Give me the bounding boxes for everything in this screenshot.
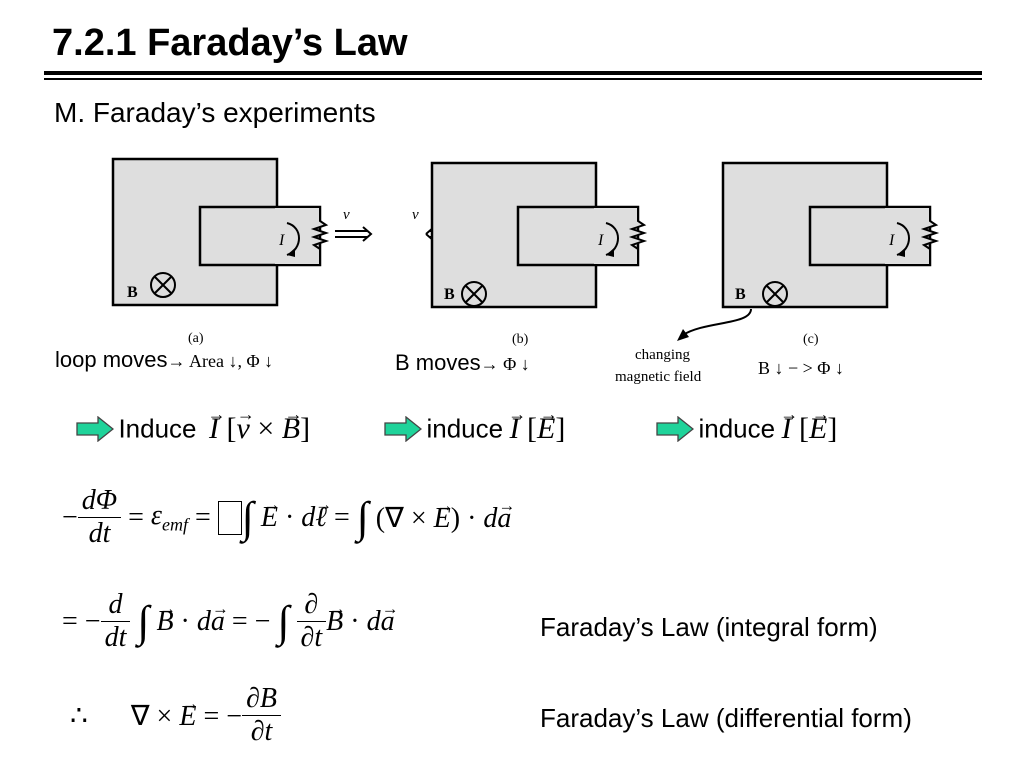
velocity-label-b: v	[412, 207, 419, 223]
current-label-b: I	[597, 232, 604, 249]
velocity-label-a: v	[343, 207, 350, 223]
induce-label-2: induce	[426, 413, 504, 444]
field-label-c: B	[735, 286, 746, 303]
figure-panel-c: I B (c) changing magnetic field	[615, 161, 940, 385]
panel-label-c: (c)	[803, 332, 819, 347]
slide-subtitle: M. Faraday’s experiments	[54, 97, 376, 128]
integral-form-label: Faraday’s Law (integral form)	[540, 612, 878, 642]
induce-math-3: I [E]	[782, 412, 838, 445]
caption-c: B ↓ − > Φ ↓	[758, 358, 844, 379]
cross-in-circle-icon	[762, 281, 788, 307]
panel-label-b: (b)	[512, 332, 529, 347]
panel-label-a: (a)	[188, 331, 204, 346]
caption-b: B moves→ Φ ↓	[395, 350, 530, 376]
current-label-a: I	[278, 232, 285, 249]
title-rule-thick	[44, 71, 982, 75]
equation-line-3: ∴ ∇ × E = −∂B∂t	[70, 683, 282, 748]
figure-panel-b: v I B (b)	[412, 161, 648, 347]
green-arrow-icon	[384, 415, 423, 443]
caption-a: loop moves→ Area ↓, Φ ↓	[55, 347, 273, 373]
induce-math-1: I [v × B]	[209, 412, 310, 445]
induce-label-3: induce	[698, 413, 776, 444]
figure-panel-a: I v B (a)	[111, 157, 373, 346]
caption-a-math: → Area ↓, Φ ↓	[167, 351, 274, 371]
caption-a-text: loop moves	[55, 347, 168, 372]
induce-item-1: Induce I [v × B]	[76, 412, 310, 446]
annotation-arrow	[682, 308, 752, 336]
slide-title: 7.2.1 Faraday’s Law	[52, 22, 408, 64]
current-label-c: I	[888, 232, 895, 249]
equation-line-2: = −ddt ∫ B · da = − ∫ ∂∂tB · da	[62, 589, 395, 654]
annotation-line-2: magnetic field	[615, 369, 702, 385]
cross-in-circle-icon	[461, 281, 487, 307]
title-rule-thin	[44, 78, 982, 80]
contour-box-icon	[217, 501, 242, 535]
differential-form-label: Faraday’s Law (differential form)	[540, 703, 912, 733]
green-arrow-icon	[656, 415, 695, 443]
field-label-b: B	[444, 286, 455, 303]
caption-b-text: B moves	[395, 350, 481, 375]
caption-b-math: → Φ ↓	[480, 354, 530, 374]
caption-c-math: B ↓ − > Φ ↓	[758, 358, 844, 378]
induce-item-2: induce I [E]	[384, 412, 565, 446]
cross-in-circle-icon	[150, 272, 176, 298]
induce-label-1: Induce	[118, 413, 197, 444]
green-arrow-icon	[76, 415, 115, 443]
field-label-a: B	[127, 284, 138, 301]
induce-math-2: I [E]	[510, 412, 566, 445]
induce-item-3: induce I [E]	[656, 412, 837, 446]
annotation-line-1: changing	[635, 347, 690, 363]
